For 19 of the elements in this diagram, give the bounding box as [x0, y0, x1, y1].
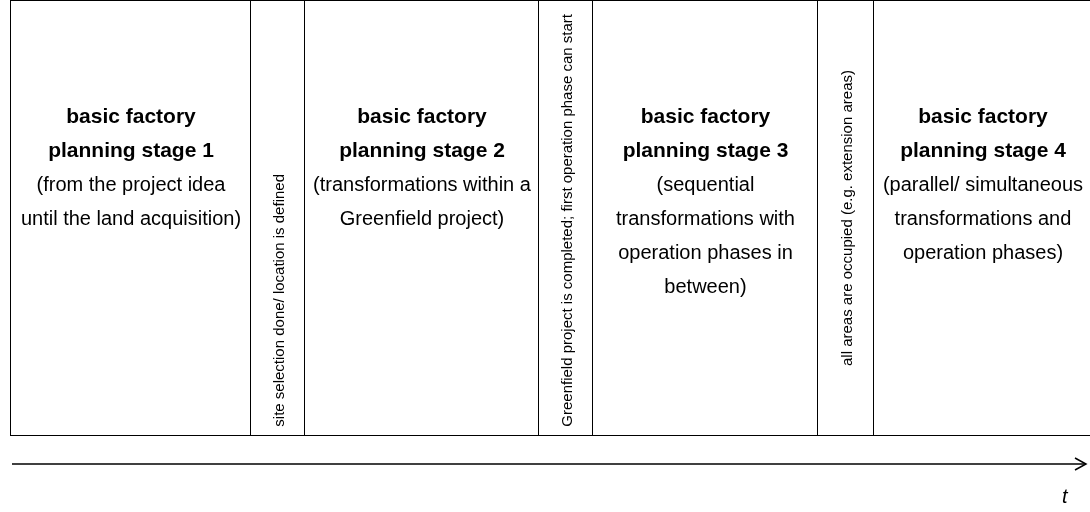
stage-heading: basic factory planning stage 2 — [338, 103, 506, 163]
milestone-text: site selection done/ location is defined — [269, 174, 287, 427]
stage-description: (sequential transformations with operation phases in between) — [615, 172, 796, 299]
milestone-text: Greenfield project is completed; first operation phase can start — [557, 14, 575, 427]
milestone-cell — [817, 0, 875, 436]
axis-label: t — [1062, 485, 1068, 508]
stage-cell — [10, 0, 252, 436]
stage-heading: basic factory planning stage 3 — [621, 103, 790, 163]
milestone-cell — [250, 0, 306, 436]
milestone-text: all areas are occupied (e.g. extension areas) — [837, 70, 855, 366]
stage-cell — [873, 0, 1090, 436]
stage-cell — [304, 0, 540, 436]
stage-description: (transformations within a Greenfield project) — [312, 172, 532, 231]
stage-description: (from the project idea until the land acquisition) — [19, 172, 243, 231]
stage-cell — [592, 0, 819, 436]
stage-heading: basic factory planning stage 1 — [47, 103, 215, 163]
stage-description: (parallel/ simultaneous transformations and operation phases) — [881, 172, 1085, 265]
stage-heading: basic factory planning stage 4 — [899, 103, 1067, 163]
milestone-cell — [538, 0, 594, 436]
